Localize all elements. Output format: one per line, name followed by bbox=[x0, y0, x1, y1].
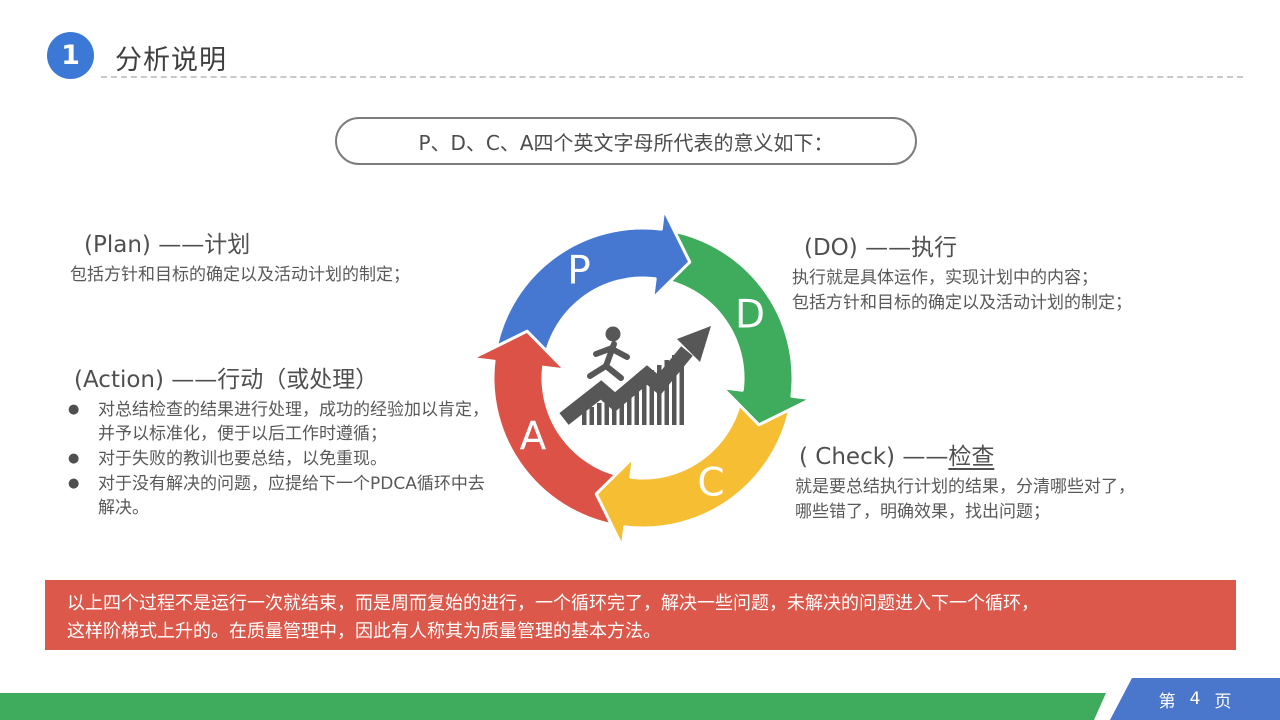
check-heading: ( Check) ——检查 bbox=[799, 437, 1245, 471]
header-divider bbox=[101, 76, 1243, 78]
check-heading-prefix: ( Check) —— bbox=[799, 444, 949, 470]
action-bullet-item: ● 对于没有解决的问题，应提给下一个PDCA循环中去解决。 bbox=[62, 472, 492, 520]
check-heading-emph: 检查 bbox=[948, 444, 995, 470]
page-number-box: 第 4 页 bbox=[1110, 678, 1280, 720]
bullet-icon: ● bbox=[68, 451, 80, 466]
bar-chart-bars bbox=[582, 351, 684, 425]
action-arrow-head bbox=[474, 331, 564, 369]
action-bullet-item: ● 对于失败的教训也要总结，以免重现。 bbox=[62, 447, 492, 471]
pdca-cycle-diagram: P D C A bbox=[472, 207, 814, 549]
plan-arrow bbox=[493, 207, 692, 366]
trend-arrow-line bbox=[559, 346, 693, 425]
summary-banner: 以上四个过程不是运行一次就结束，而是周而复始的进行，一个循环完了，解决一些问题，… bbox=[45, 580, 1236, 650]
do-line: 执行就是具体运作，实现计划中的内容； bbox=[792, 268, 1098, 288]
plan-desc: 包括方针和目标的确定以及活动计划的制定； bbox=[70, 265, 410, 285]
check-letter: C bbox=[697, 461, 724, 506]
do-section: (DO) ——执行 执行就是具体运作，实现计划中的内容； 包括方针和目标的确定以… bbox=[792, 228, 1242, 316]
do-arrow bbox=[655, 228, 814, 427]
action-arrow-head-outline bbox=[473, 329, 565, 370]
page-label-prefix: 第 bbox=[1158, 691, 1176, 712]
summary-banner-line: 这样阶梯式上升的。在质量管理中，因此有人称其为质量管理的基本方法。 bbox=[67, 621, 661, 642]
bullet-icon: ● bbox=[68, 476, 80, 491]
footer-green-bar bbox=[0, 693, 1106, 720]
summary-banner-line: 以上四个过程不是运行一次就结束，而是周而复始的进行，一个循环完了，解决一些问题，… bbox=[67, 593, 1039, 614]
page-label-suffix: 页 bbox=[1214, 691, 1232, 712]
section-number: 1 bbox=[61, 40, 80, 71]
action-letter: A bbox=[520, 415, 547, 460]
action-section: (Action) ——行动（或处理） ● 对总结检查的结果进行处理，成功的经验加… bbox=[62, 360, 492, 521]
action-bullet-text: 对于没有解决的问题，应提给下一个PDCA循环中去解决。 bbox=[98, 474, 485, 518]
check-arrow bbox=[594, 390, 793, 549]
page-number: 4 bbox=[1189, 689, 1201, 709]
bullet-icon: ● bbox=[68, 402, 80, 417]
do-heading: (DO) ——执行 bbox=[804, 235, 958, 261]
action-bullet-text: 对总结检查的结果进行处理，成功的经验加以肯定，并予以标准化，便于以后工作时遵循； bbox=[98, 400, 489, 444]
action-bullet-item: ● 对总结检查的结果进行处理，成功的经验加以肯定，并予以标准化，便于以后工作时遵… bbox=[62, 398, 492, 446]
page-title: 分析说明 bbox=[115, 45, 227, 76]
check-section: ( Check) ——检查 就是要总结执行计划的结果，分清哪些对了， 哪些错了，… bbox=[795, 437, 1245, 525]
do-line: 包括方针和目标的确定以及活动计划的制定； bbox=[792, 293, 1132, 313]
plan-section: (Plan) ——计划 包括方针和目标的确定以及活动计划的制定； bbox=[70, 225, 510, 288]
trend-arrow-head bbox=[677, 326, 711, 362]
action-bullet-list: ● 对总结检查的结果进行处理，成功的经验加以肯定，并予以标准化，便于以后工作时遵… bbox=[62, 398, 492, 520]
action-heading: (Action) ——行动（或处理） bbox=[74, 367, 379, 393]
plan-heading: (Plan) ——计划 bbox=[84, 232, 251, 258]
plan-letter: P bbox=[567, 249, 591, 294]
intro-capsule-text: P、D、C、A四个英文字母所代表的意义如下： bbox=[418, 130, 834, 155]
runner-figure bbox=[587, 326, 630, 381]
intro-capsule: P、D、C、A四个英文字母所代表的意义如下： bbox=[335, 117, 917, 165]
action-bullet-text: 对于失败的教训也要总结，以免重现。 bbox=[98, 449, 387, 469]
check-line: 哪些错了，明确效果，找出问题； bbox=[795, 502, 1050, 522]
do-letter: D bbox=[735, 293, 765, 338]
section-number-badge: 1 bbox=[47, 32, 94, 79]
growth-chart-runner-icon bbox=[559, 326, 711, 425]
check-line: 就是要总结执行计划的结果，分清哪些对了， bbox=[795, 477, 1135, 497]
